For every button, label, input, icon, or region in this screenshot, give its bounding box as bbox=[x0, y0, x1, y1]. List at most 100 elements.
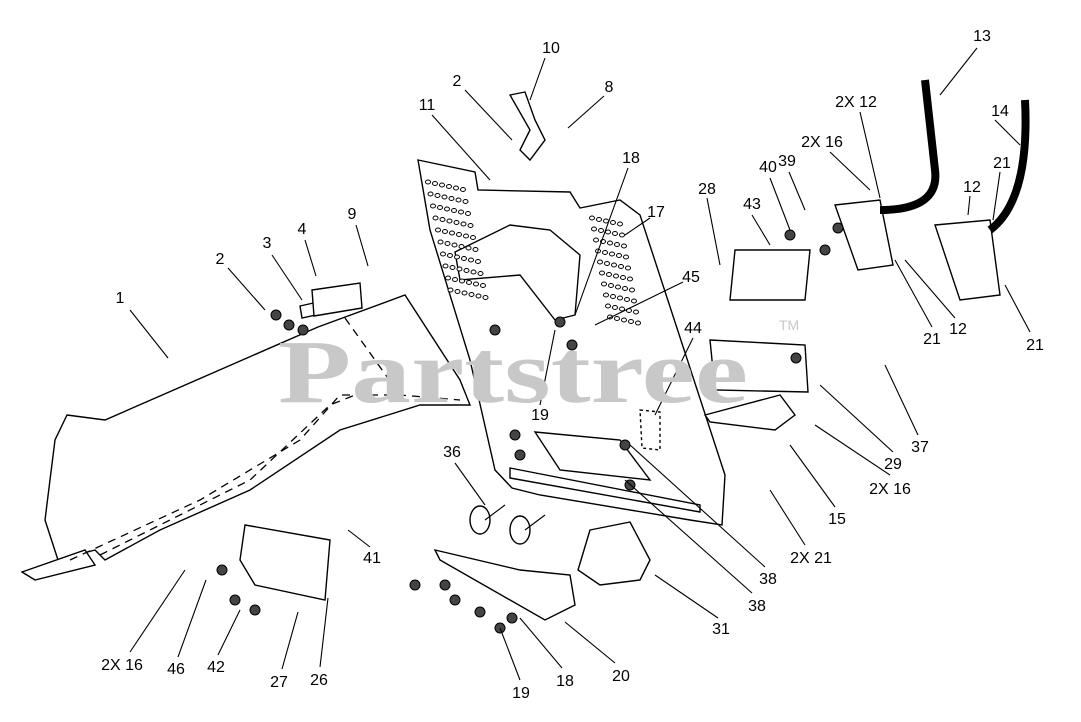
plate-hole bbox=[475, 293, 482, 299]
plate-hole bbox=[605, 229, 611, 235]
part-cover-43 bbox=[729, 249, 811, 301]
leader-line bbox=[129, 309, 169, 359]
leader-line bbox=[904, 259, 956, 319]
callout-label: 8 bbox=[605, 79, 614, 96]
leader-line bbox=[539, 329, 556, 406]
plate-hole bbox=[458, 244, 465, 249]
callout-label: 2X 16 bbox=[869, 481, 911, 498]
plate-hole bbox=[446, 218, 453, 224]
plate-hole bbox=[612, 231, 618, 236]
plate-hole bbox=[470, 235, 476, 240]
callout-label: 18 bbox=[622, 150, 640, 167]
plate-hole bbox=[624, 297, 630, 302]
plate-hole bbox=[430, 203, 436, 209]
nut bbox=[229, 594, 241, 606]
leader-line bbox=[319, 597, 329, 668]
watermark: Partstree TM bbox=[278, 317, 799, 422]
plate-hole bbox=[617, 221, 623, 227]
callout-label: 15 bbox=[828, 511, 846, 528]
parts bbox=[20, 79, 1030, 634]
plate-hole bbox=[620, 275, 626, 280]
callout-label: 2X 21 bbox=[790, 550, 832, 567]
callout-label: 9 bbox=[348, 206, 357, 223]
leader-line bbox=[129, 569, 186, 653]
leader-line bbox=[894, 259, 933, 328]
nut bbox=[554, 316, 566, 328]
part-plate-inner-rib bbox=[509, 467, 701, 513]
plate-hole bbox=[475, 259, 481, 264]
part-plate-12a bbox=[834, 199, 894, 271]
part-bracket-26 bbox=[239, 524, 331, 601]
leader-line bbox=[788, 171, 806, 211]
nut bbox=[489, 324, 501, 336]
part-bar-20 bbox=[433, 548, 576, 621]
callout-label: 12 bbox=[949, 321, 967, 338]
callout-label: 19 bbox=[531, 407, 549, 424]
plate-hole bbox=[610, 220, 616, 225]
plate-hole bbox=[617, 295, 623, 301]
callout-label: 26 bbox=[310, 672, 328, 689]
plate-hole bbox=[439, 217, 446, 222]
callout-label: 28 bbox=[698, 181, 716, 198]
plate-hole bbox=[611, 262, 617, 268]
part-frame-rail bbox=[44, 294, 472, 561]
nut bbox=[509, 429, 521, 441]
watermark-trademark: TM bbox=[779, 317, 799, 333]
plate-hole bbox=[603, 292, 609, 298]
leader-line bbox=[431, 114, 491, 181]
callout-label: 18 bbox=[556, 673, 574, 690]
callout-label: 1 bbox=[116, 290, 125, 307]
nut bbox=[297, 324, 309, 336]
plate-hole bbox=[451, 208, 457, 213]
plate-hole bbox=[456, 266, 463, 272]
leader-line bbox=[217, 609, 241, 656]
leader-line bbox=[227, 267, 266, 311]
plate-hole bbox=[607, 240, 613, 246]
hidden-line bbox=[344, 317, 401, 396]
callout-label: 20 bbox=[612, 668, 630, 685]
plate-hole bbox=[613, 273, 619, 279]
nut bbox=[832, 222, 844, 234]
plate-hole bbox=[466, 280, 472, 285]
nut bbox=[619, 439, 631, 451]
leader-line bbox=[967, 195, 971, 216]
plate-hole bbox=[589, 215, 595, 221]
callout-label: 11 bbox=[419, 97, 436, 114]
plate-hole bbox=[606, 272, 612, 277]
callout-label: 2 bbox=[216, 251, 225, 268]
nut bbox=[514, 449, 526, 461]
leader-line bbox=[624, 217, 651, 236]
plate-hole bbox=[477, 271, 484, 276]
callout-label: 21 bbox=[923, 331, 941, 348]
plate-hole bbox=[616, 253, 622, 258]
callout-label: 39 bbox=[778, 153, 796, 170]
plate-hole bbox=[465, 245, 472, 251]
plate-hole bbox=[605, 303, 611, 309]
nut bbox=[270, 309, 282, 321]
part-handle-14 bbox=[987, 99, 1030, 234]
part-bracket-4 bbox=[311, 282, 363, 317]
leader-line bbox=[654, 574, 719, 619]
callout-label: 21 bbox=[1026, 337, 1044, 354]
leader-line bbox=[574, 167, 629, 316]
nut bbox=[249, 604, 261, 616]
plate-hole bbox=[463, 233, 469, 239]
leader-line bbox=[347, 529, 371, 548]
hidden-line bbox=[69, 394, 461, 561]
plate-hole bbox=[453, 185, 459, 191]
nuts bbox=[216, 222, 844, 634]
plate-hole bbox=[480, 283, 486, 288]
leader-line bbox=[529, 57, 546, 101]
plate-hole bbox=[437, 239, 444, 245]
plate-hole bbox=[445, 275, 451, 281]
callout-label: 46 bbox=[167, 661, 185, 678]
plate-hole bbox=[434, 193, 441, 198]
callout-label: 2 bbox=[453, 73, 462, 90]
plate-hole bbox=[461, 290, 468, 296]
leader-line bbox=[769, 177, 791, 231]
plate-hole bbox=[448, 196, 455, 201]
plate-hole bbox=[629, 287, 635, 293]
leader-line bbox=[706, 197, 721, 266]
